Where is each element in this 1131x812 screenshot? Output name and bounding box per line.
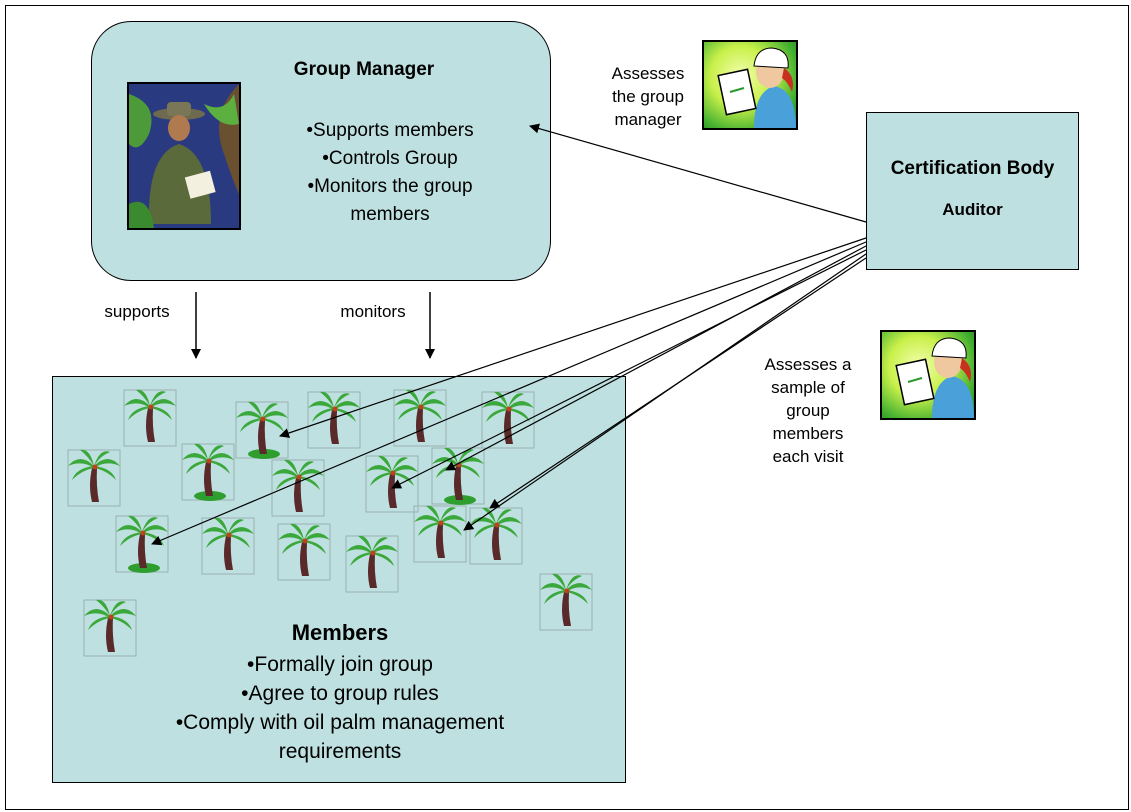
assess-member-arrow <box>489 257 867 509</box>
members-item: •Formally join group <box>247 653 433 676</box>
members-item: •Agree to group rules <box>241 682 439 705</box>
group-manager-item: •Controls Group <box>322 148 458 169</box>
group-manager-item: •Monitors the group <box>307 176 473 197</box>
palm-tree-icon <box>123 389 177 447</box>
assess-member-arrow <box>391 249 867 489</box>
members-title: Members <box>291 620 389 645</box>
auditor-clipboard-icon <box>880 330 976 420</box>
palm-tree-icon <box>181 443 235 501</box>
auditor-label: Auditor <box>942 200 1003 219</box>
palm-tree-icon <box>271 459 325 517</box>
palm-tree-icon <box>539 573 593 631</box>
group-manager-title: Group Manager <box>293 59 435 80</box>
palm-tree-icon <box>201 517 255 575</box>
palm-tree-icon <box>277 523 331 581</box>
assess-sample-line: Assesses a <box>764 355 852 374</box>
palm-tree-icon <box>431 447 485 505</box>
group-manager-item: members <box>350 204 430 225</box>
palm-tree-icon <box>393 389 447 447</box>
assess-manager-line: Assesses <box>611 64 685 83</box>
assess-sample-line: group <box>786 401 830 420</box>
palm-tree-icon <box>83 599 137 657</box>
assess-member-arrow <box>279 237 867 438</box>
palm-tree-icon <box>481 391 535 449</box>
assess-sample-line: sample of <box>771 378 845 397</box>
assess-manager-line: manager <box>614 110 682 129</box>
diagram-frame <box>5 5 1129 810</box>
assess-member-arrow <box>151 241 867 546</box>
assess-sample-line: members <box>772 424 844 443</box>
supports-label: supports <box>104 302 170 321</box>
assess-sample-line: each visit <box>772 447 844 466</box>
members-item: requirements <box>278 740 402 763</box>
palm-tree-icon <box>67 449 121 507</box>
palm-tree-icon <box>345 535 399 593</box>
palm-tree-icon <box>307 391 361 449</box>
members-box <box>52 376 626 783</box>
palm-tree-icon <box>413 505 467 563</box>
auditor-clipboard-icon <box>702 40 798 130</box>
assess-manager-line: the group <box>612 87 684 106</box>
palm-tree-icon <box>365 455 419 513</box>
assess-member-arrow <box>445 245 867 471</box>
assess-manager-arrow <box>529 123 867 223</box>
certification-body-box <box>866 112 1079 270</box>
members-item: •Comply with oil palm management <box>175 711 505 734</box>
ranger-with-notepad-icon <box>127 82 241 230</box>
certification-body-title: Certification Body <box>890 158 1055 179</box>
monitors-label: monitors <box>340 302 406 321</box>
palm-tree-icon <box>115 515 169 573</box>
group-manager-item: •Supports members <box>306 120 474 141</box>
